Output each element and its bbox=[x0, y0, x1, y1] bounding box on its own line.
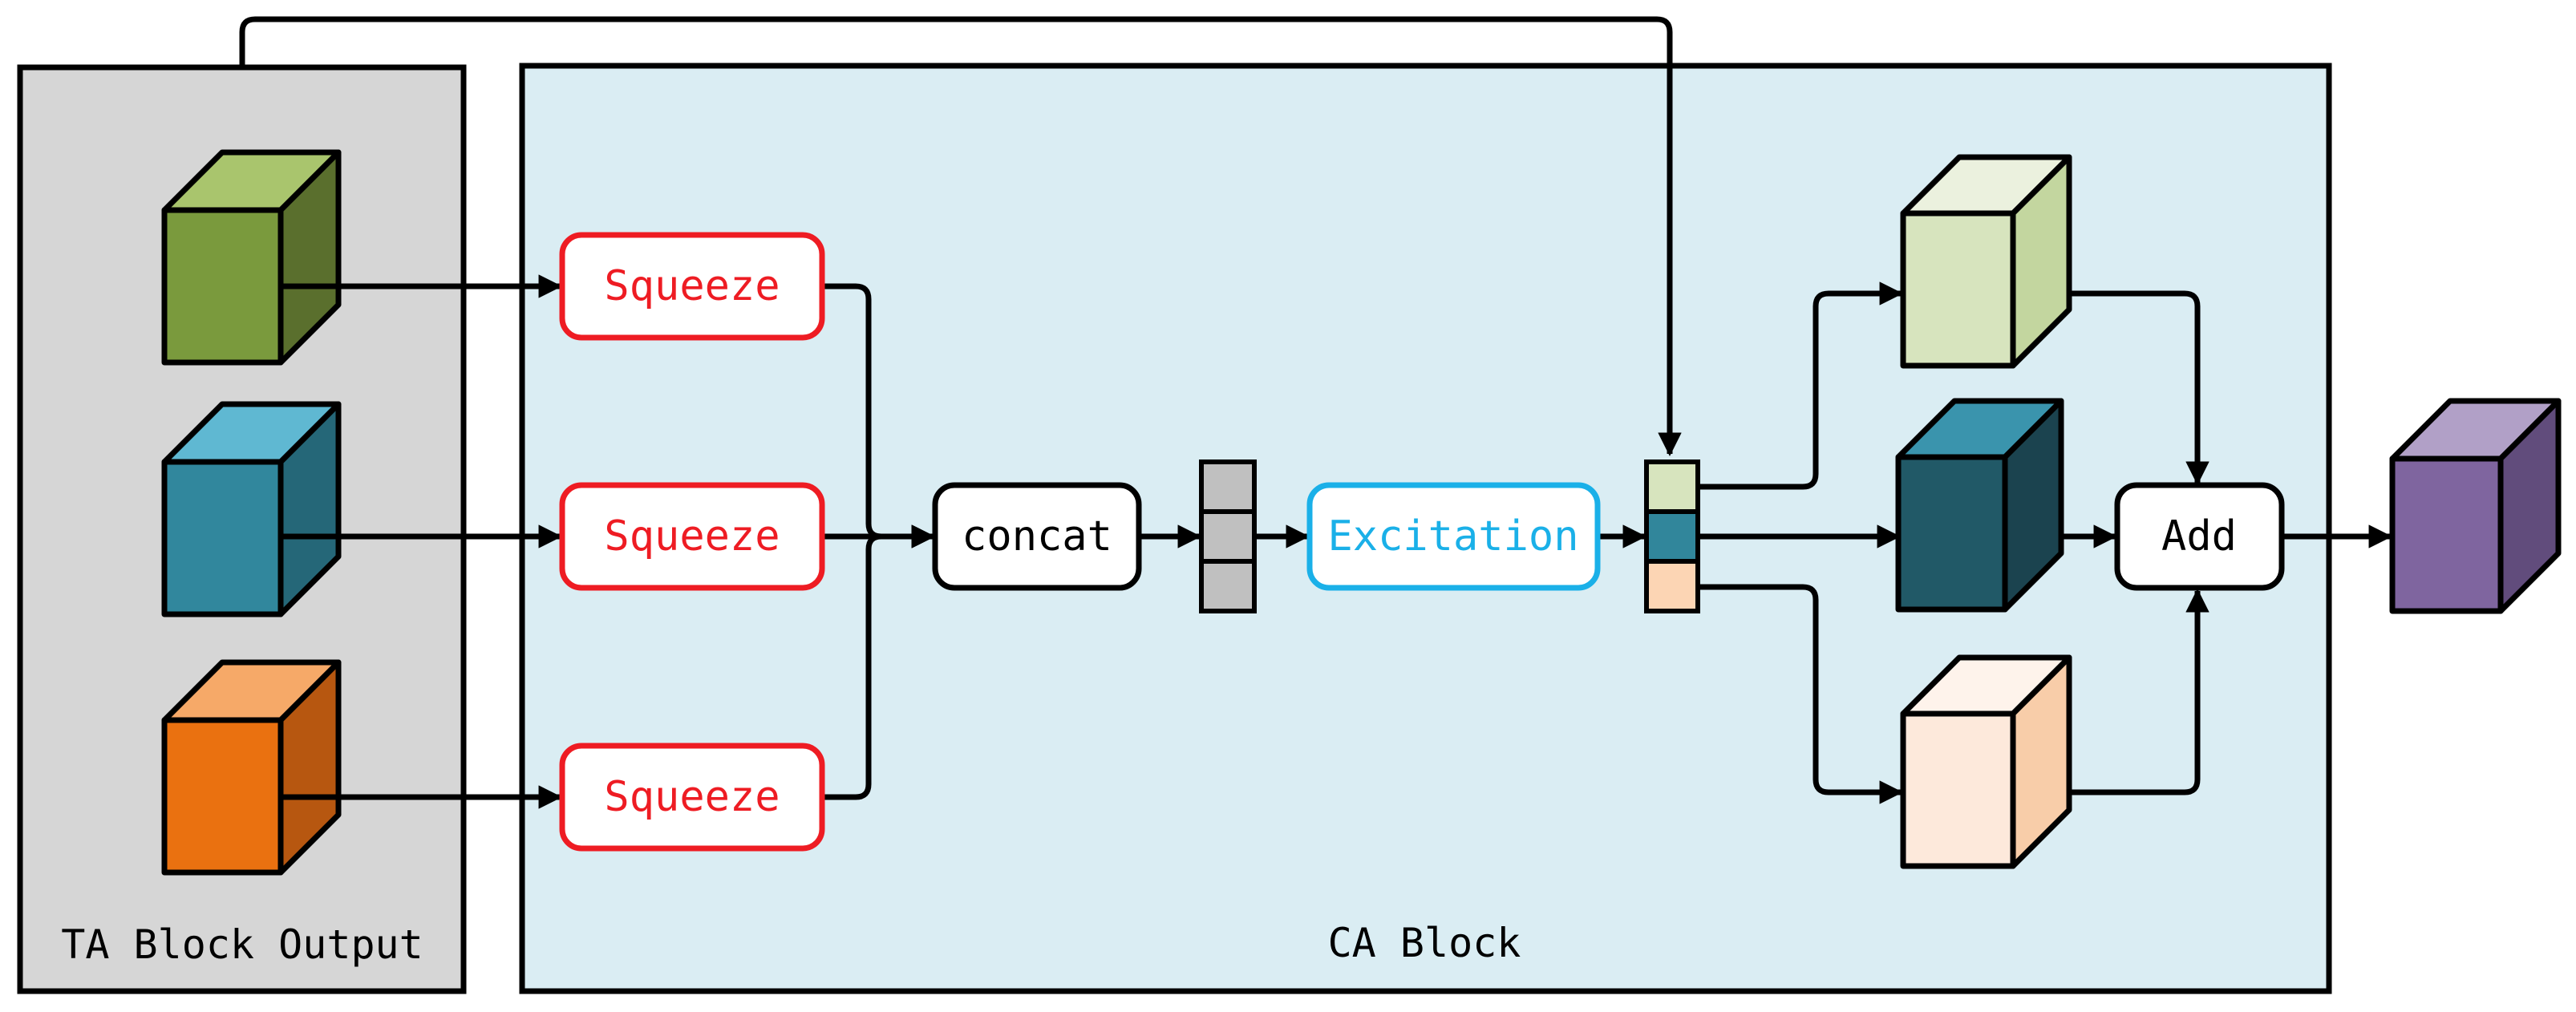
channel-weight-vector bbox=[1644, 459, 1700, 613]
green-cube-icon bbox=[161, 149, 342, 366]
ta-block-label: TA Block Output bbox=[61, 921, 423, 968]
squeeze-box-1: Squeeze bbox=[559, 232, 825, 341]
orange-cube-icon bbox=[161, 659, 342, 876]
light-green-cube-icon bbox=[1900, 154, 2072, 369]
excitation-label: Excitation bbox=[1327, 512, 1578, 561]
squeeze-box-3: Squeeze bbox=[559, 743, 825, 852]
concatenated-vector bbox=[1199, 459, 1257, 613]
skip-connection-arrow bbox=[239, 16, 1682, 456]
concat-label: concat bbox=[962, 512, 1112, 561]
peach-cube-icon bbox=[1900, 654, 2072, 869]
concat-box: concat bbox=[932, 482, 1142, 591]
arrow-weight1-cube bbox=[1698, 281, 1903, 490]
weight-cell-teal bbox=[1644, 509, 1700, 564]
dark-teal-cube-icon bbox=[1895, 398, 2064, 613]
vector-cell bbox=[1199, 559, 1257, 613]
squeeze-label: Squeeze bbox=[604, 512, 780, 561]
vector-cell bbox=[1199, 459, 1257, 514]
add-label: Add bbox=[2161, 512, 2237, 561]
arrow-cube-top-add bbox=[2013, 290, 2209, 485]
squeeze-box-2: Squeeze bbox=[559, 482, 825, 591]
purple-cube-icon bbox=[2389, 398, 2562, 614]
weight-cell-green bbox=[1644, 459, 1700, 514]
squeeze-label: Squeeze bbox=[604, 262, 780, 310]
ca-block-label: CA Block bbox=[1328, 920, 1521, 966]
weight-cell-peach bbox=[1644, 559, 1700, 613]
arrow-cube-bot-add bbox=[2013, 589, 2209, 795]
teal-cube-icon bbox=[161, 401, 342, 617]
vector-cell bbox=[1199, 509, 1257, 564]
excitation-box: Excitation bbox=[1306, 482, 1601, 591]
add-box: Add bbox=[2114, 482, 2285, 591]
arrow-weight3-cube bbox=[1698, 584, 1903, 804]
squeeze-label: Squeeze bbox=[604, 773, 780, 821]
arrow-squeeze3-concat bbox=[822, 524, 935, 800]
